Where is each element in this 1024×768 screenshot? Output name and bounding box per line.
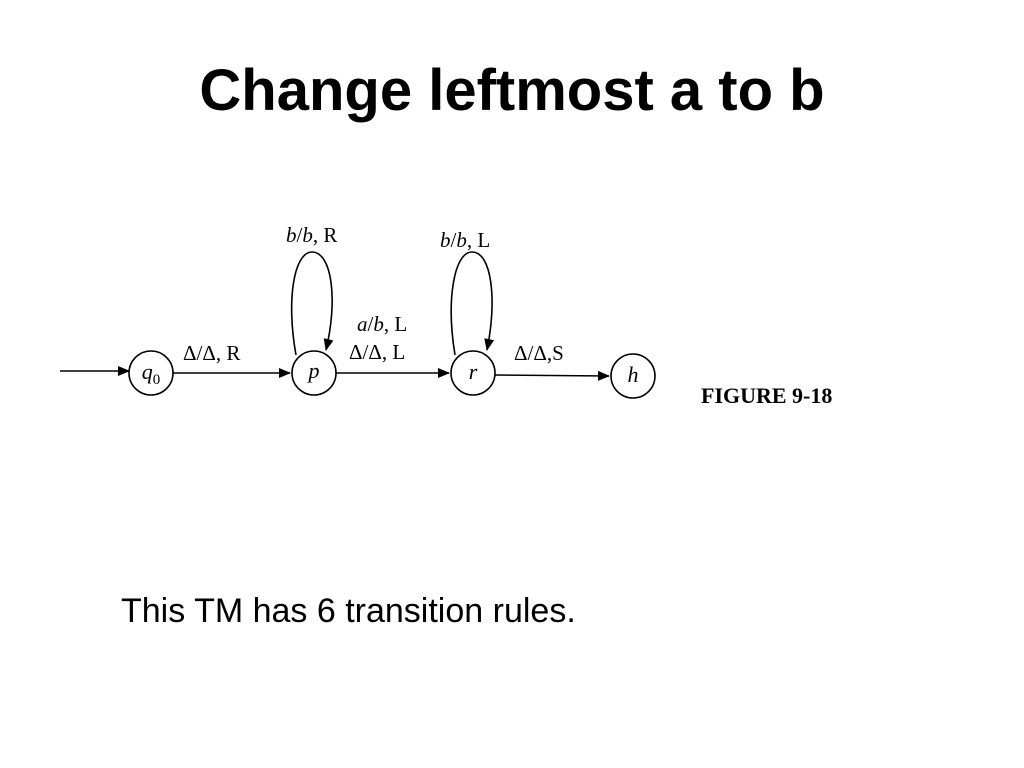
svg-text:q0: q0 [142,359,161,388]
label-p-loop: b/b, R [286,223,337,247]
edge-r-to-h [494,370,610,381]
figure-caption: FIGURE 9-18 [701,383,832,408]
loop-r [450,251,495,356]
label-p-to-r-2: Δ/Δ, L [349,340,405,364]
state-p: p [291,350,337,396]
slide-title: Change leftmost a to b [199,58,825,123]
label-p-to-r-1: a/b, L [357,312,407,336]
label-r-to-h: Δ/Δ,S [514,341,564,365]
label-q0-to-p: Δ/Δ, R [183,341,240,365]
state-q0: q0 [128,350,174,396]
state-p-label: p [307,358,320,383]
loop-p [290,251,334,356]
state-r-label: r [469,359,478,384]
state-q0-subscript: 0 [153,372,161,388]
state-h-label: h [628,362,639,387]
state-h: h [610,353,656,399]
label-r-loop: b/b, L [440,228,490,252]
footnote-text: This TM has 6 transition rules. [121,592,576,630]
state-r: r [450,350,496,396]
state-q0-label: q [142,359,153,384]
